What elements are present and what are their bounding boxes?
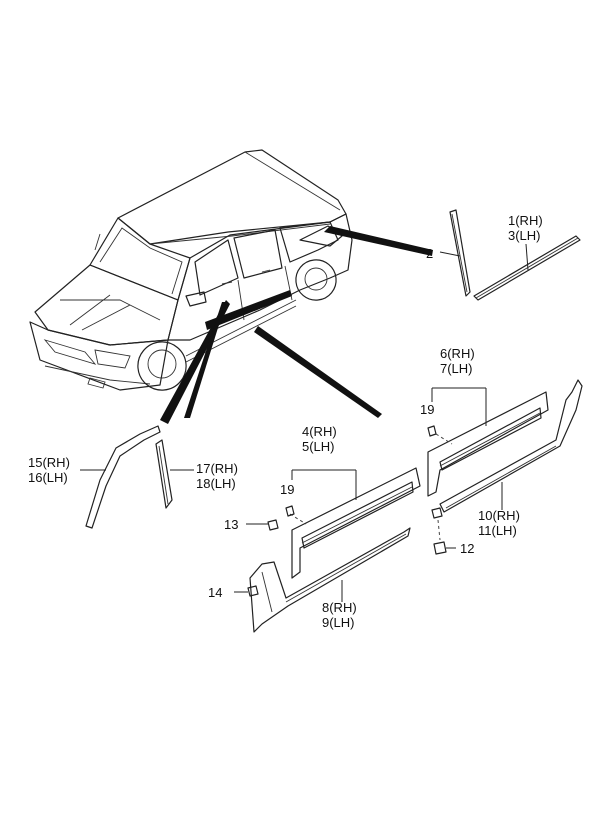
callout-6-line-1: 6(RH) xyxy=(440,346,475,361)
callout-12: 12 xyxy=(460,541,474,556)
callout-10-line-2: 11(LH) xyxy=(478,523,517,538)
callout-6-7: 6(RH) 7(LH) xyxy=(440,346,475,376)
callout-1-line-2: 3(LH) xyxy=(508,228,541,243)
callout-1-3: 1(RH) 3(LH) xyxy=(508,213,543,243)
callout-14-line-1: 14 xyxy=(208,585,223,600)
callout-10-line-1: 10(RH) xyxy=(478,508,520,523)
callout-1-line-1: 1(RH) xyxy=(508,213,543,228)
callout-19b-line-1: 19 xyxy=(280,482,295,497)
callout-13-line-1: 13 xyxy=(224,517,239,532)
callout-14: 14 xyxy=(208,585,222,600)
callout-15-line-2: 16(LH) xyxy=(28,470,68,485)
callout-17-line-2: 18(LH) xyxy=(196,476,236,491)
callout-4-line-2: 5(LH) xyxy=(302,439,335,454)
callout-17-18: 17(RH) 18(LH) xyxy=(196,461,238,491)
callout-15-16: 15(RH) 16(LH) xyxy=(28,455,70,485)
callout-4-5: 4(RH) 5(LH) xyxy=(302,424,337,454)
part-15-16-pillar-molding xyxy=(80,425,161,529)
callout-8-9: 8(RH) 9(LH) xyxy=(322,600,357,630)
part-4-5-door-molding xyxy=(285,467,421,579)
part-1-3-molding xyxy=(473,235,581,301)
callout-13: 13 xyxy=(224,517,238,532)
part-8-9-sill-garnish xyxy=(234,527,411,633)
callout-2-line-1: 2 xyxy=(426,246,434,261)
callout-19a-line-1: 19 xyxy=(420,402,435,417)
callout-19-front: 19 xyxy=(280,482,294,497)
callout-17-line-1: 17(RH) xyxy=(196,461,238,476)
part-6-7-door-molding xyxy=(427,387,549,497)
part-17-18-pillar-garnish xyxy=(155,439,194,509)
minivan-illustration xyxy=(29,149,353,391)
callout-15-line-1: 15(RH) xyxy=(28,455,70,470)
callout-10-11: 10(RH) 11(LH) xyxy=(478,508,520,538)
callout-2: 2 xyxy=(426,246,433,261)
callout-4-line-1: 4(RH) xyxy=(302,424,337,439)
part-10-11-rear-garnish xyxy=(431,379,583,555)
callout-8-line-1: 8(RH) xyxy=(322,600,357,615)
pointer-wedges xyxy=(160,226,433,424)
part-13-clip xyxy=(246,519,279,531)
callout-19-rear: 19 xyxy=(420,402,434,417)
callout-12-line-1: 12 xyxy=(460,541,475,556)
callout-6-line-2: 7(LH) xyxy=(440,361,473,376)
callout-8-line-2: 9(LH) xyxy=(322,615,355,630)
part-2-pillar-trim xyxy=(439,209,471,297)
